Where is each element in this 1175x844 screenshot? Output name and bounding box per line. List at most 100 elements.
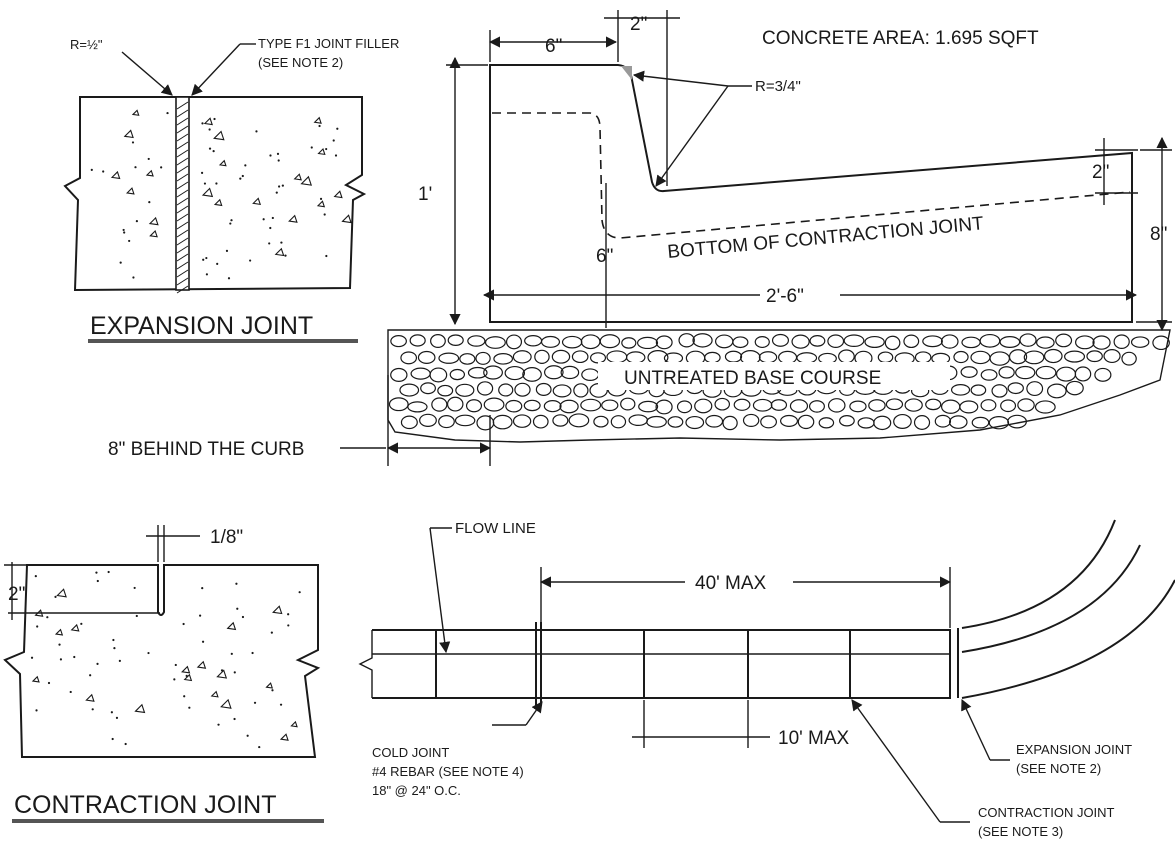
aggregate-dot [216, 262, 219, 266]
aggregate-stone [220, 698, 232, 709]
aggregate-dot [96, 579, 99, 583]
aggregate-stone [333, 190, 343, 199]
gravel-stone [885, 398, 904, 411]
aggregate-dot [279, 703, 283, 706]
aggregate-dot [332, 139, 335, 142]
gravel-stone [1121, 351, 1137, 366]
aggregate-dot [281, 184, 284, 187]
gravel-stone [455, 383, 475, 397]
aggregate-dot [54, 595, 57, 599]
aggregate-dot [262, 218, 265, 221]
aggregate-dot [124, 742, 127, 746]
gravel-stone [1017, 398, 1035, 412]
aggregate-dot [148, 200, 151, 204]
base-label-mask [598, 362, 950, 390]
hatch-stroke [176, 157, 189, 166]
gravel-stone [1092, 335, 1111, 350]
expansion-aggregate [90, 109, 352, 280]
contraction-note: (SEE NOTE 3) [978, 824, 1063, 839]
aggregate-stone [316, 200, 326, 208]
aggregate-stone [149, 229, 158, 238]
gravel-stone [791, 334, 810, 349]
gravel-stone [544, 365, 564, 380]
gravel-stone [934, 414, 952, 428]
aggregate-dot [334, 154, 338, 157]
gravel-stone [838, 349, 855, 364]
gravel-stone [409, 334, 426, 347]
gravel-stone [1086, 350, 1103, 363]
aggregate-dot [58, 643, 61, 646]
aggregate-dot [235, 582, 238, 585]
aggregate-stone [210, 690, 219, 698]
dim-width-mask [760, 282, 840, 308]
gravel-stone [808, 400, 825, 413]
hatch-stroke [176, 117, 189, 126]
gravel-stone [449, 368, 466, 381]
flow-line-leader [429, 527, 451, 654]
gravel-stone [1075, 335, 1095, 350]
gravel-stone [704, 351, 721, 364]
contraction-joint-detail: 1/8" 2" CONTRACTION JOINT [3, 525, 324, 823]
aggregate-stone [252, 197, 262, 206]
expansion-slab-outline [63, 96, 367, 292]
gravel-stone [970, 384, 987, 396]
expansion-joint-detail: R=½" TYPE F1 JOINT FILLER (SEE NOTE 2) E… [63, 36, 399, 343]
aggregate-dot [133, 586, 136, 590]
aggregate-stone [279, 733, 289, 741]
gravel-stone [1043, 348, 1063, 364]
gravel-stone [827, 398, 846, 413]
gravel-stone [1035, 365, 1057, 380]
gravel-stone [459, 353, 476, 365]
aggregate-dot [275, 191, 278, 194]
cold-joint-line1: COLD JOINT [372, 745, 449, 760]
gravel-stone [913, 415, 931, 430]
hatch-stroke [176, 253, 189, 262]
aggregate-dot [269, 154, 272, 157]
aggregate-dot [213, 117, 216, 121]
aggregate-dot [284, 254, 287, 257]
gravel-stone [388, 397, 409, 412]
aggregate-dot [128, 239, 131, 243]
aggregate-dot [134, 166, 137, 169]
radius-leader-b [655, 85, 729, 187]
gravel-stone [483, 365, 503, 380]
gravel-stone [498, 383, 514, 397]
gravel-stone [390, 367, 408, 382]
aggregate-dot [298, 591, 301, 594]
aggregate-dot [249, 259, 252, 262]
contraction-leader [851, 699, 941, 823]
gravel-stone [560, 365, 580, 380]
gravel-stone [505, 334, 523, 350]
gravel-stone [989, 351, 1011, 366]
hatch-stroke [176, 205, 189, 214]
aggregate-dot [107, 570, 110, 574]
aggregate-dot [35, 709, 38, 712]
aggregate-stone [218, 159, 227, 167]
aggregate-dot [287, 613, 290, 616]
aggregate-stone [288, 214, 298, 223]
gravel-stone [758, 351, 778, 364]
aggregate-stone [265, 682, 274, 689]
gravel-stone [925, 398, 942, 411]
gravel-stone [1007, 382, 1024, 395]
gravel-stone [857, 417, 875, 429]
aggregate-dot [230, 652, 233, 655]
aggregate-dot [212, 150, 215, 153]
gravel-stone [410, 367, 431, 380]
gravel-stone [922, 335, 943, 348]
gravel-stone [625, 351, 646, 364]
aggregate-dot [270, 631, 273, 634]
aggregate-stone [31, 675, 40, 683]
gravel-stone [849, 400, 867, 413]
gravel-stone [655, 399, 673, 415]
hatch-stroke [176, 125, 189, 134]
aggregate-stone [213, 198, 223, 207]
aggregate-dot [135, 220, 138, 223]
gravel-stone [742, 413, 760, 428]
hatch-stroke [176, 277, 189, 286]
gravel-stone [818, 417, 835, 429]
gravel-stone [1094, 367, 1112, 382]
gravel-stone [438, 415, 455, 429]
dim-height: 1' [418, 184, 432, 205]
aggregate-stone [70, 623, 80, 632]
